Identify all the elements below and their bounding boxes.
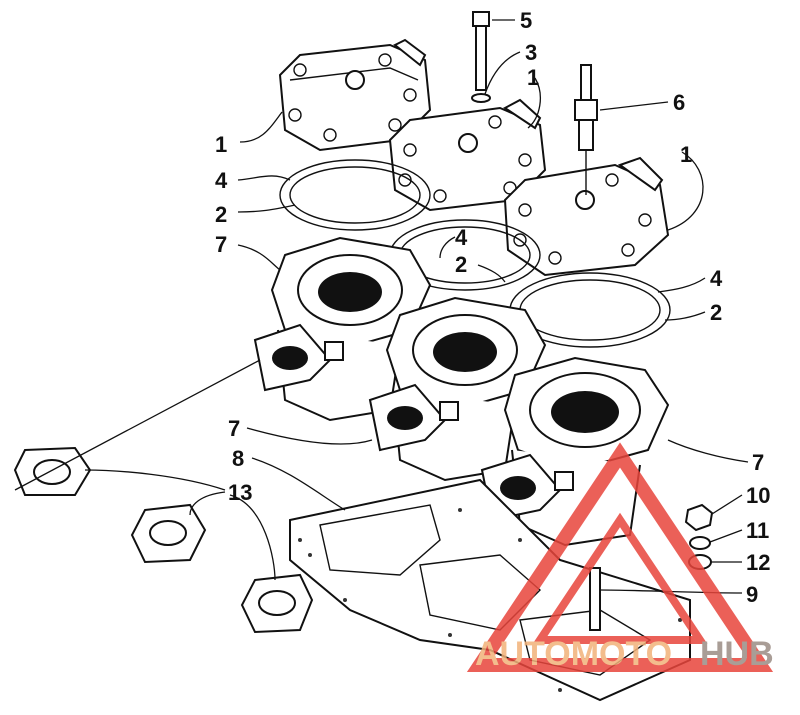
callout-1-left-head: 1 bbox=[215, 132, 227, 157]
spark-plug bbox=[574, 64, 598, 195]
nut bbox=[684, 503, 714, 532]
cylinder-left bbox=[253, 236, 432, 422]
exhaust-gasket-3 bbox=[240, 573, 314, 634]
exhaust-gasket-2 bbox=[130, 503, 207, 564]
washer bbox=[471, 93, 491, 103]
callout-7-left: 7 bbox=[215, 232, 227, 257]
watermark-text-secondary: HUB bbox=[700, 635, 774, 673]
callout-5: 5 bbox=[520, 8, 532, 33]
callout-1-right-head: 1 bbox=[680, 142, 692, 167]
watermark-text-primary: AUTOMOTO bbox=[475, 635, 672, 673]
callout-13: 13 bbox=[228, 480, 252, 505]
cylinder-middle bbox=[368, 296, 547, 482]
cylinder-head-right bbox=[503, 156, 670, 277]
callout-4-middle: 4 bbox=[455, 225, 468, 250]
head-bolt bbox=[472, 11, 490, 91]
callout-6: 6 bbox=[673, 90, 685, 115]
cylinder-head-middle bbox=[388, 98, 547, 212]
callout-4-left: 4 bbox=[215, 168, 228, 193]
callout-10: 10 bbox=[746, 483, 770, 508]
stud bbox=[589, 567, 601, 631]
callout-2-left: 2 bbox=[215, 202, 227, 227]
callout-2-middle: 2 bbox=[455, 252, 467, 277]
lock-washer bbox=[689, 536, 711, 550]
callout-7-middle: 7 bbox=[228, 416, 240, 441]
callout-3: 3 bbox=[525, 40, 537, 65]
callout-9: 9 bbox=[746, 582, 758, 607]
callout-8: 8 bbox=[232, 446, 244, 471]
callout-4-right: 4 bbox=[710, 266, 723, 291]
watermark-logo: AUTOMOTO HUB bbox=[466, 442, 774, 673]
callout-2-right: 2 bbox=[710, 300, 722, 325]
base-gasket bbox=[289, 478, 691, 702]
callout-1-middle-head: 1 bbox=[527, 65, 539, 90]
callout-11: 11 bbox=[746, 518, 769, 543]
callout-12: 12 bbox=[746, 550, 770, 575]
gasket-set-left bbox=[279, 159, 431, 231]
exhaust-gasket-1 bbox=[13, 446, 92, 496]
callout-7-right: 7 bbox=[752, 450, 764, 475]
